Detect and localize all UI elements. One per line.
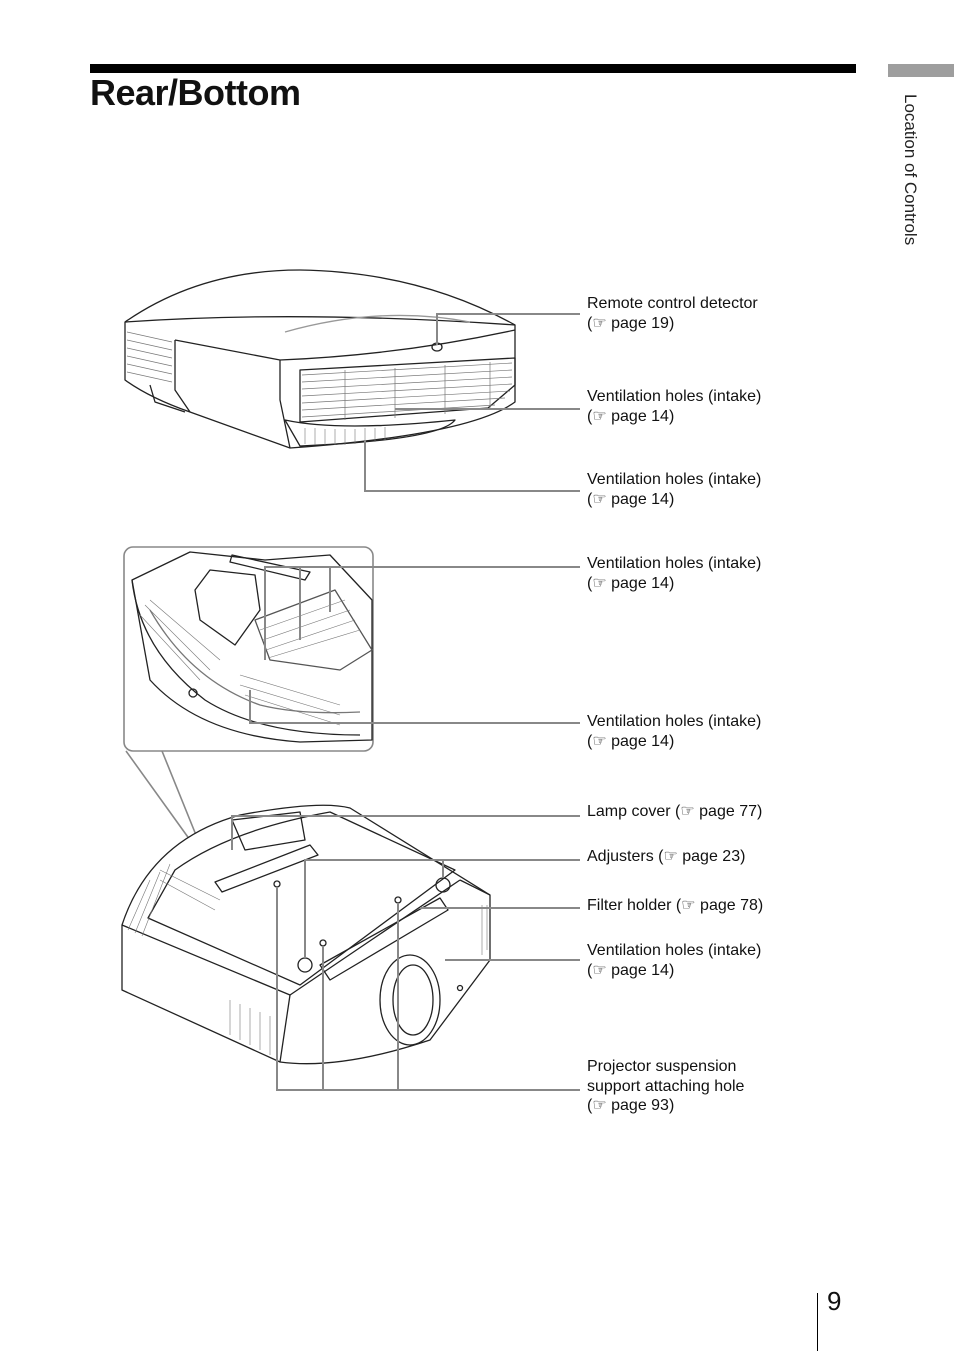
detail-inset: [123, 546, 374, 841]
section-tab-marker: [888, 64, 954, 77]
callout-lamp-cover: Lamp cover (☞ page 77): [587, 803, 763, 820]
callout-adjusters: Adjusters (☞ page 23): [587, 848, 746, 865]
callout-ventilation-holes-4: Ventilation holes (intake) (☞ page 14): [587, 713, 762, 750]
callout-ventilation-holes-2: Ventilation holes (intake) (☞ page 14): [587, 471, 762, 508]
section-tab-label: Location of Controls: [901, 94, 920, 246]
callout-remote-control-detector: Remote control detector (☞ page 19): [587, 295, 758, 332]
leader-lines: [231, 313, 580, 1091]
page-number: 9: [827, 1286, 842, 1316]
callout-suspension-support-hole: Projector suspension support attaching h…: [587, 1058, 745, 1114]
callout-filter-holder: Filter holder (☞ page 78): [587, 897, 764, 914]
callout-ventilation-holes-1: Ventilation holes (intake) (☞ page 14): [587, 388, 762, 425]
callout-ventilation-holes-3: Ventilation holes (intake) (☞ page 14): [587, 555, 762, 592]
page-title: Rear/Bottom: [90, 72, 301, 113]
projector-rear-view: [124, 269, 516, 449]
callout-ventilation-holes-5: Ventilation holes (intake) (☞ page 14): [587, 942, 762, 979]
page-number-rule: [817, 1293, 818, 1351]
title-rule: [90, 64, 856, 73]
